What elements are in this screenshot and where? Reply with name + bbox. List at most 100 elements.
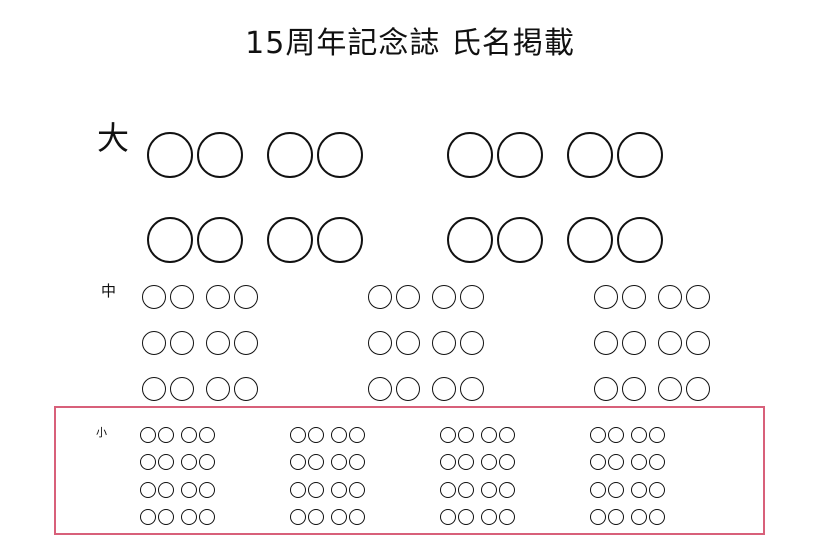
placeholder-circle bbox=[142, 331, 166, 355]
placeholder-circle bbox=[368, 285, 392, 309]
placeholder-circle bbox=[458, 454, 474, 471]
placeholder-circle bbox=[368, 377, 392, 401]
name-placeholder bbox=[140, 449, 290, 477]
placeholder-circle bbox=[686, 285, 710, 309]
name-placeholder bbox=[440, 449, 590, 477]
placeholder-circle bbox=[199, 509, 215, 526]
placeholder-circle bbox=[499, 454, 515, 471]
placeholder-circle bbox=[481, 454, 497, 471]
name-placeholder bbox=[142, 320, 368, 366]
name-placeholder bbox=[440, 504, 590, 532]
placeholder-circle bbox=[170, 331, 194, 355]
placeholder-circle bbox=[440, 509, 456, 526]
placeholder-circle bbox=[481, 481, 497, 498]
placeholder-circle bbox=[308, 426, 324, 443]
placeholder-circle bbox=[170, 377, 194, 401]
placeholder-circle bbox=[622, 377, 646, 401]
placeholder-circle bbox=[158, 426, 174, 443]
medium-name-grid bbox=[142, 274, 744, 412]
placeholder-circle bbox=[147, 131, 193, 178]
placeholder-circle bbox=[267, 131, 313, 178]
placeholder-circle bbox=[440, 426, 456, 443]
name-placeholder bbox=[447, 197, 667, 282]
placeholder-circle bbox=[197, 216, 243, 263]
placeholder-circle bbox=[594, 285, 618, 309]
name-placeholder bbox=[142, 366, 368, 412]
placeholder-circle bbox=[432, 377, 456, 401]
placeholder-circle bbox=[658, 377, 682, 401]
placeholder-circle bbox=[481, 426, 497, 443]
placeholder-circle bbox=[440, 481, 456, 498]
placeholder-circle bbox=[349, 509, 365, 526]
placeholder-circle bbox=[140, 509, 156, 526]
placeholder-circle bbox=[331, 426, 347, 443]
placeholder-circle bbox=[590, 509, 606, 526]
name-placeholder bbox=[368, 274, 594, 320]
placeholder-circle bbox=[499, 481, 515, 498]
name-placeholder bbox=[594, 274, 744, 320]
placeholder-circle bbox=[317, 131, 363, 178]
name-placeholder bbox=[290, 476, 440, 504]
placeholder-circle bbox=[234, 377, 258, 401]
placeholder-circle bbox=[142, 377, 166, 401]
placeholder-circle bbox=[458, 426, 474, 443]
placeholder-circle bbox=[594, 331, 618, 355]
name-placeholder bbox=[140, 504, 290, 532]
placeholder-circle bbox=[590, 426, 606, 443]
placeholder-circle bbox=[686, 377, 710, 401]
placeholder-circle bbox=[181, 481, 197, 498]
placeholder-circle bbox=[440, 454, 456, 471]
large-name-grid bbox=[147, 112, 667, 282]
name-placeholder bbox=[147, 197, 447, 282]
placeholder-circle bbox=[349, 481, 365, 498]
placeholder-circle bbox=[234, 285, 258, 309]
placeholder-circle bbox=[317, 216, 363, 263]
section-label-medium: 中 bbox=[101, 282, 117, 300]
placeholder-circle bbox=[140, 481, 156, 498]
placeholder-circle bbox=[181, 426, 197, 443]
placeholder-circle bbox=[142, 285, 166, 309]
placeholder-circle bbox=[234, 331, 258, 355]
placeholder-circle bbox=[432, 285, 456, 309]
placeholder-circle bbox=[308, 509, 324, 526]
name-placeholder bbox=[590, 449, 670, 477]
placeholder-circle bbox=[497, 216, 543, 263]
placeholder-circle bbox=[308, 481, 324, 498]
placeholder-circle bbox=[447, 131, 493, 178]
placeholder-circle bbox=[158, 481, 174, 498]
placeholder-circle bbox=[622, 331, 646, 355]
name-placeholder bbox=[590, 476, 670, 504]
placeholder-circle bbox=[206, 331, 230, 355]
placeholder-circle bbox=[290, 481, 306, 498]
placeholder-circle bbox=[594, 377, 618, 401]
name-placeholder bbox=[147, 112, 447, 197]
name-placeholder bbox=[290, 449, 440, 477]
placeholder-circle bbox=[147, 216, 193, 263]
placeholder-circle bbox=[658, 331, 682, 355]
placeholder-circle bbox=[608, 481, 624, 498]
placeholder-circle bbox=[649, 426, 665, 443]
placeholder-circle bbox=[290, 426, 306, 443]
placeholder-circle bbox=[460, 285, 484, 309]
name-placeholder bbox=[590, 504, 670, 532]
placeholder-circle bbox=[140, 426, 156, 443]
placeholder-circle bbox=[608, 454, 624, 471]
small-name-grid bbox=[140, 421, 670, 531]
placeholder-circle bbox=[158, 509, 174, 526]
placeholder-circle bbox=[460, 331, 484, 355]
placeholder-circle bbox=[567, 216, 613, 263]
placeholder-circle bbox=[590, 481, 606, 498]
name-placeholder bbox=[594, 366, 744, 412]
placeholder-circle bbox=[290, 454, 306, 471]
placeholder-circle bbox=[396, 377, 420, 401]
name-placeholder bbox=[140, 476, 290, 504]
placeholder-circle bbox=[631, 481, 647, 498]
placeholder-circle bbox=[590, 454, 606, 471]
placeholder-circle bbox=[197, 131, 243, 178]
placeholder-circle bbox=[331, 454, 347, 471]
name-placeholder bbox=[440, 421, 590, 449]
placeholder-circle bbox=[396, 285, 420, 309]
name-placeholder bbox=[290, 504, 440, 532]
name-placeholder bbox=[447, 112, 667, 197]
